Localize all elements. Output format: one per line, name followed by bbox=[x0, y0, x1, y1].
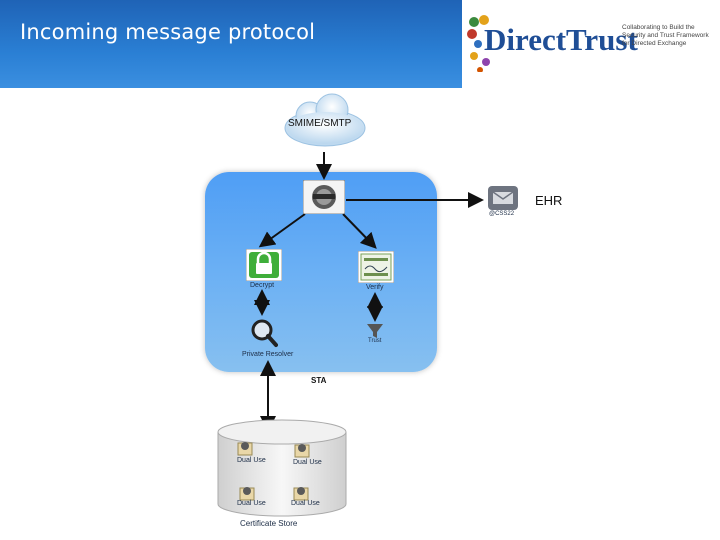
ehr-label: EHR bbox=[535, 193, 563, 208]
lock-icon bbox=[246, 249, 282, 281]
dual-use-label-2: Dual Use bbox=[293, 459, 322, 466]
arrow-gateway-to-decrypt bbox=[258, 213, 306, 248]
title-banner: Incoming message protocol bbox=[0, 0, 462, 88]
private-resolver-label: Private Resolver bbox=[242, 351, 294, 358]
dual-use-label-3: Dual Use bbox=[237, 500, 266, 507]
funnel-icon bbox=[367, 324, 383, 338]
magnifier-icon bbox=[251, 319, 278, 347]
cert-icon-3 bbox=[239, 487, 255, 501]
cert-icon-2 bbox=[294, 444, 310, 458]
cert-icon-4 bbox=[293, 487, 309, 501]
ehr-mail-icon bbox=[488, 186, 518, 210]
certificate-icon bbox=[358, 251, 394, 283]
smtp-gateway-icon bbox=[303, 180, 345, 214]
certificate-store-cylinder bbox=[217, 419, 347, 517]
cloud-label: SMIME/SMTP bbox=[288, 118, 352, 129]
dual-use-label-1: Dual Use bbox=[237, 457, 266, 464]
ehr-sub-label: @CSS22 bbox=[489, 211, 515, 217]
dual-use-label-4: Dual Use bbox=[291, 500, 320, 507]
logo-puzzle-icon bbox=[467, 15, 490, 72]
sta-label: STA bbox=[311, 376, 327, 385]
logo-tagline: Collaborating to Build the Security and … bbox=[622, 24, 709, 47]
arrow-gateway-to-verify bbox=[342, 213, 377, 249]
certificate-store-label: Certificate Store bbox=[240, 519, 298, 528]
cert-icon-1 bbox=[237, 442, 253, 456]
decrypt-label: Decrypt bbox=[250, 282, 275, 289]
smtp-cloud-icon bbox=[284, 93, 366, 147]
trust-label: Trust bbox=[368, 338, 382, 344]
verify-label: Verify bbox=[366, 284, 384, 291]
slide-title: Incoming message protocol bbox=[20, 20, 316, 44]
directtrust-logo: DirectTrust Collaborating to Build the S… bbox=[464, 0, 720, 90]
logo-brand: DirectTrust bbox=[484, 22, 638, 57]
